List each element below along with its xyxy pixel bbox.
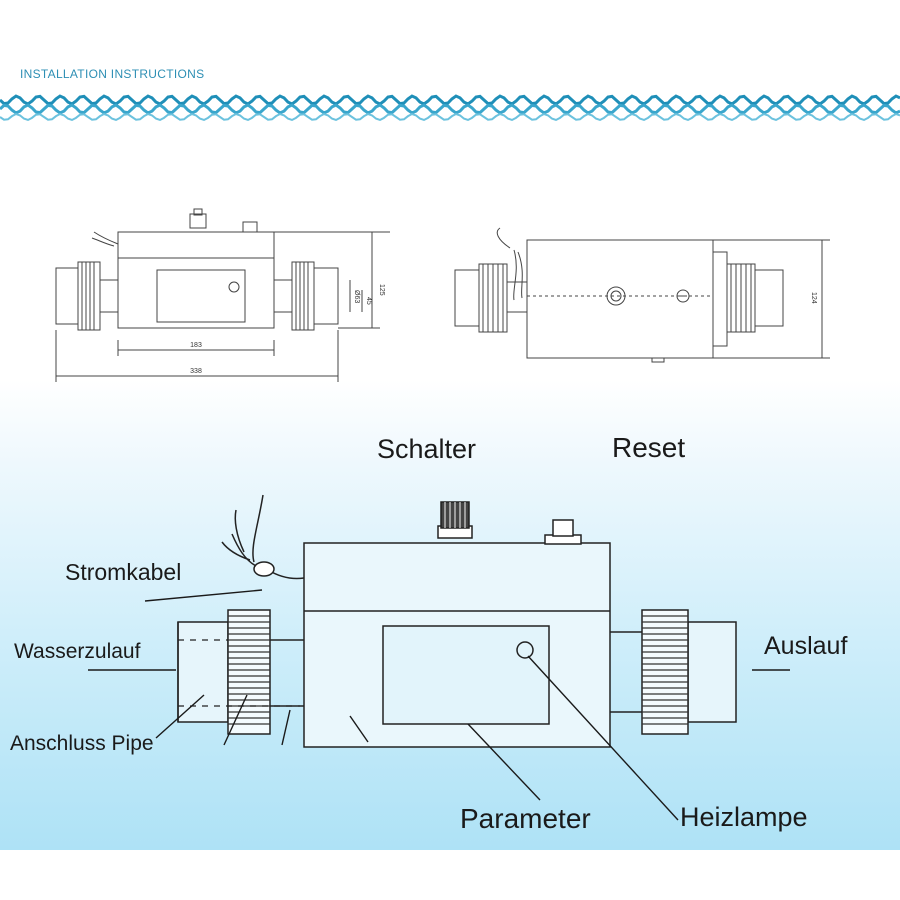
label-parameter: Parameter (460, 803, 591, 834)
label-heizlampe: Heizlampe (680, 802, 808, 832)
dim-183: 183 (190, 342, 202, 349)
right-nut (641, 609, 689, 735)
label-stromkabel: Stromkabel (65, 559, 181, 585)
dim-d1: Ø63 (353, 290, 360, 303)
label-auslauf: Auslauf (764, 632, 847, 660)
label-anschluss-pipe: Anschluss Pipe (10, 732, 154, 755)
label-wasserzulauf: Wasserzulauf (14, 640, 141, 663)
left-nut (227, 609, 271, 735)
side-view-drawing (454, 227, 830, 363)
dim-338: 338 (190, 368, 202, 375)
label-schalter: Schalter (377, 434, 476, 464)
wave-divider (0, 94, 900, 122)
dim-125: 125 (378, 284, 385, 296)
page-title: INSTALLATION INSTRUCTIONS (20, 67, 205, 81)
dim-side-height: 124 (810, 292, 817, 304)
label-reset: Reset (612, 432, 685, 463)
dim-d2: 45 (365, 297, 372, 305)
leader-lines (88, 589, 790, 821)
heater-illustration (177, 494, 737, 748)
hidden-lines (178, 639, 300, 707)
front-view-drawing (55, 208, 390, 382)
